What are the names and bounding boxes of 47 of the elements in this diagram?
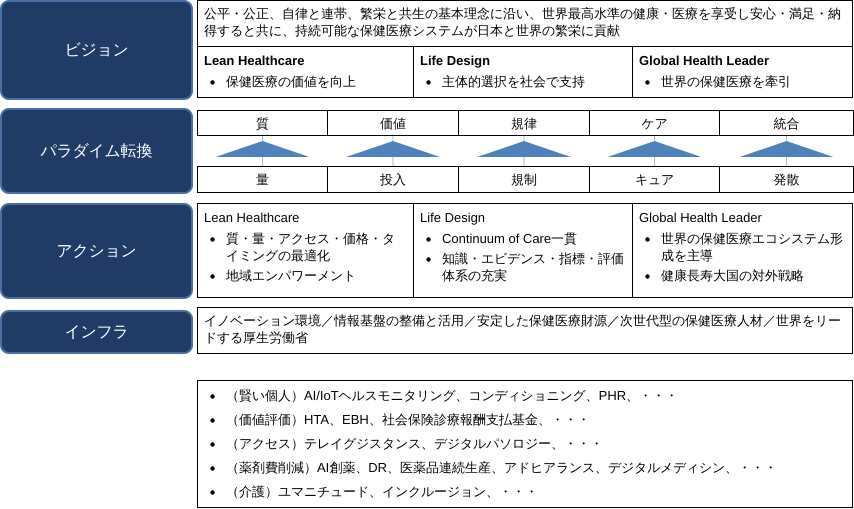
paradigm-to-cell: 質 bbox=[197, 110, 328, 136]
column-heading: Global Health Leader bbox=[639, 52, 770, 69]
shift-arrow bbox=[740, 136, 834, 166]
bullet-text: 質・量・アクセス・価格・タイミングの最適化 bbox=[226, 231, 395, 263]
action-cell bbox=[413, 203, 633, 298]
vision-statement: 公平・公正、自律と連帯、繁栄と共生の基本理念に沿い、世界最高水準の健康・医療を享受し安心・満足・納得すると共に、持続可能な保健医療システムが日本と世界の繁栄に貢献 bbox=[197, 0, 853, 47]
infra-label: インフラ bbox=[0, 310, 193, 354]
paradigm-to-cell: 統合 bbox=[719, 110, 854, 136]
bullet-text: （賢い個人）AI/IoTヘルスモニタリング、コンディショニング、PHR、・・・ bbox=[226, 388, 678, 403]
column-heading: Lean Healthcare bbox=[204, 52, 306, 69]
column-heading: Life Design bbox=[420, 209, 486, 226]
bullet-text: （介護）ユマニチュード、インクルージョン、・・・ bbox=[226, 484, 538, 499]
vision-label: ビジョン bbox=[0, 0, 193, 100]
infra-text-box: イノベーション環境／情報基盤の整備と活用／安定した保健医療財源／次世代型の保健医療人材／世界をリードする厚生労働省 bbox=[197, 307, 853, 354]
example-list-box bbox=[197, 380, 853, 508]
paradigm-from-cell: 量 bbox=[197, 166, 328, 193]
shift-arrow bbox=[477, 136, 571, 166]
shift-arrow bbox=[216, 136, 310, 166]
action-label: アクション bbox=[0, 203, 193, 299]
paradigm-to-cell: ケア bbox=[589, 110, 720, 136]
bullet-text: （薬剤費削減）AI創薬、DR、医薬品連続生産、アドヒアランス、デジタルメディシン、・・・ bbox=[226, 460, 778, 475]
paradigm-from-cell: キュア bbox=[589, 166, 720, 193]
paradigm-from-cell: 発散 bbox=[719, 166, 854, 193]
column-heading: Global Health Leader bbox=[639, 209, 763, 226]
bullet-text: （価値評価）HTA、EBH、社会保険診療報酬支払基金、・・・ bbox=[226, 412, 590, 427]
vision-cell bbox=[197, 46, 414, 98]
bullet-text: （アクセス）テレイグジスタンス、デジタルパソロジー、・・・ bbox=[226, 436, 603, 451]
paradigm-label: パラダイム転換 bbox=[0, 108, 193, 194]
action-cell bbox=[632, 203, 853, 298]
bullet-text: 主体的選択を社会で支持 bbox=[442, 74, 585, 89]
vision-cell bbox=[632, 46, 853, 98]
paradigm-to-cell: 規律 bbox=[458, 110, 590, 136]
column-heading: Life Design bbox=[420, 52, 492, 69]
paradigm-from-cell: 規制 bbox=[458, 166, 590, 193]
paradigm-from-cell: 投入 bbox=[327, 166, 459, 193]
bullet-text: 世界の保健医療エコシステム形成を主導 bbox=[661, 231, 843, 263]
column-heading: Lean Healthcare bbox=[204, 209, 300, 226]
shift-arrow bbox=[608, 136, 702, 166]
action-cell bbox=[197, 203, 414, 298]
bullet-text: 世界の保健医療を牽引 bbox=[661, 74, 791, 89]
bullet-text: 健康長寿大国の対外戦略 bbox=[661, 268, 804, 283]
shift-arrow bbox=[346, 136, 440, 166]
bullet-text: 保健医療の価値を向上 bbox=[226, 74, 356, 89]
bullet-text: 地域エンパワーメント bbox=[226, 268, 356, 283]
paradigm-to-cell: 価値 bbox=[327, 110, 459, 136]
bullet-text: 知識・エビデンス・指標・評価体系の充実 bbox=[442, 251, 624, 283]
bullet-text: Continuum of Care一貫 bbox=[442, 231, 578, 246]
